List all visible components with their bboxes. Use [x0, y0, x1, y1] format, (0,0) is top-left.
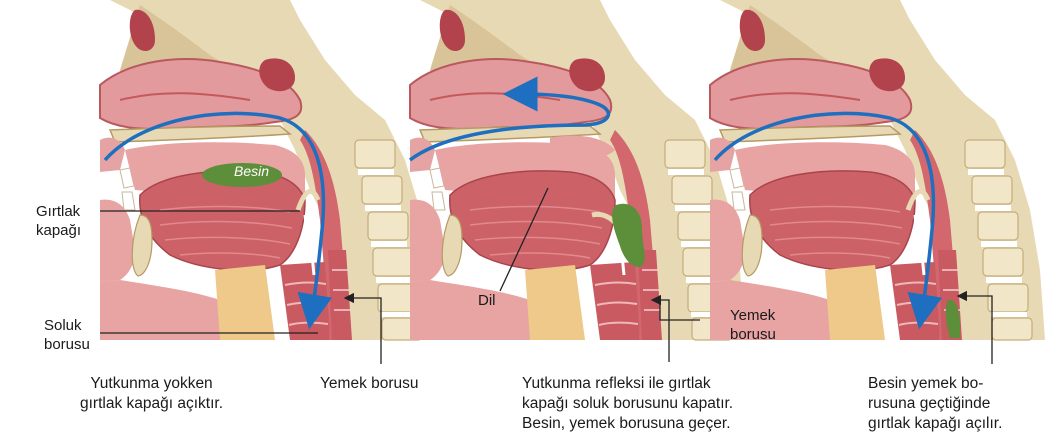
esophagus-label-2-line1: Yemek: [730, 306, 776, 325]
esophagus-label-2: Yemek borusu: [730, 306, 776, 344]
caption-3: Besin yemek bo- rusuna geçtiğinde gırtla…: [868, 374, 1002, 434]
food-label: Besin: [234, 162, 269, 181]
caption-1-line2: gırtlak kapağı açıktır.: [80, 394, 223, 414]
caption-1-line1: Yutkunma yokken: [80, 374, 223, 394]
caption-2-line1: Yutkunma refleksi ile gırtlak: [522, 374, 733, 394]
caption-2: Yutkunma refleksi ile gırtlak kapağı sol…: [522, 374, 733, 434]
trachea-label: Soluk borusu: [44, 316, 90, 354]
panel-3-after: [710, 0, 1045, 340]
panel-2-swallowing: [410, 0, 745, 340]
caption-2-line3: Besin, yemek borusuna geçer.: [522, 414, 733, 434]
esophagus-label-2-line2: borusu: [730, 325, 776, 344]
trachea-label-line1: Soluk: [44, 316, 90, 335]
caption-1: Yutkunma yokken gırtlak kapağı açıktır.: [80, 374, 223, 414]
epiglottis-label-line2: kapağı: [36, 221, 81, 240]
caption-3-line2: rusuna geçtiğinde: [868, 394, 1002, 414]
epiglottis-label: Gırtlak kapağı: [36, 202, 81, 240]
caption-3-line1: Besin yemek bo-: [868, 374, 1002, 394]
epiglottis-label-line1: Gırtlak: [36, 202, 81, 221]
caption-3-line3: gırtlak kapağı açılır.: [868, 414, 1002, 434]
caption-2-line2: kapağı soluk borusunu kapatır.: [522, 394, 733, 414]
esophagus-label-1: Yemek borusu: [320, 374, 419, 393]
trachea-label-line2: borusu: [44, 335, 90, 354]
tongue-label: Dil: [478, 291, 496, 310]
